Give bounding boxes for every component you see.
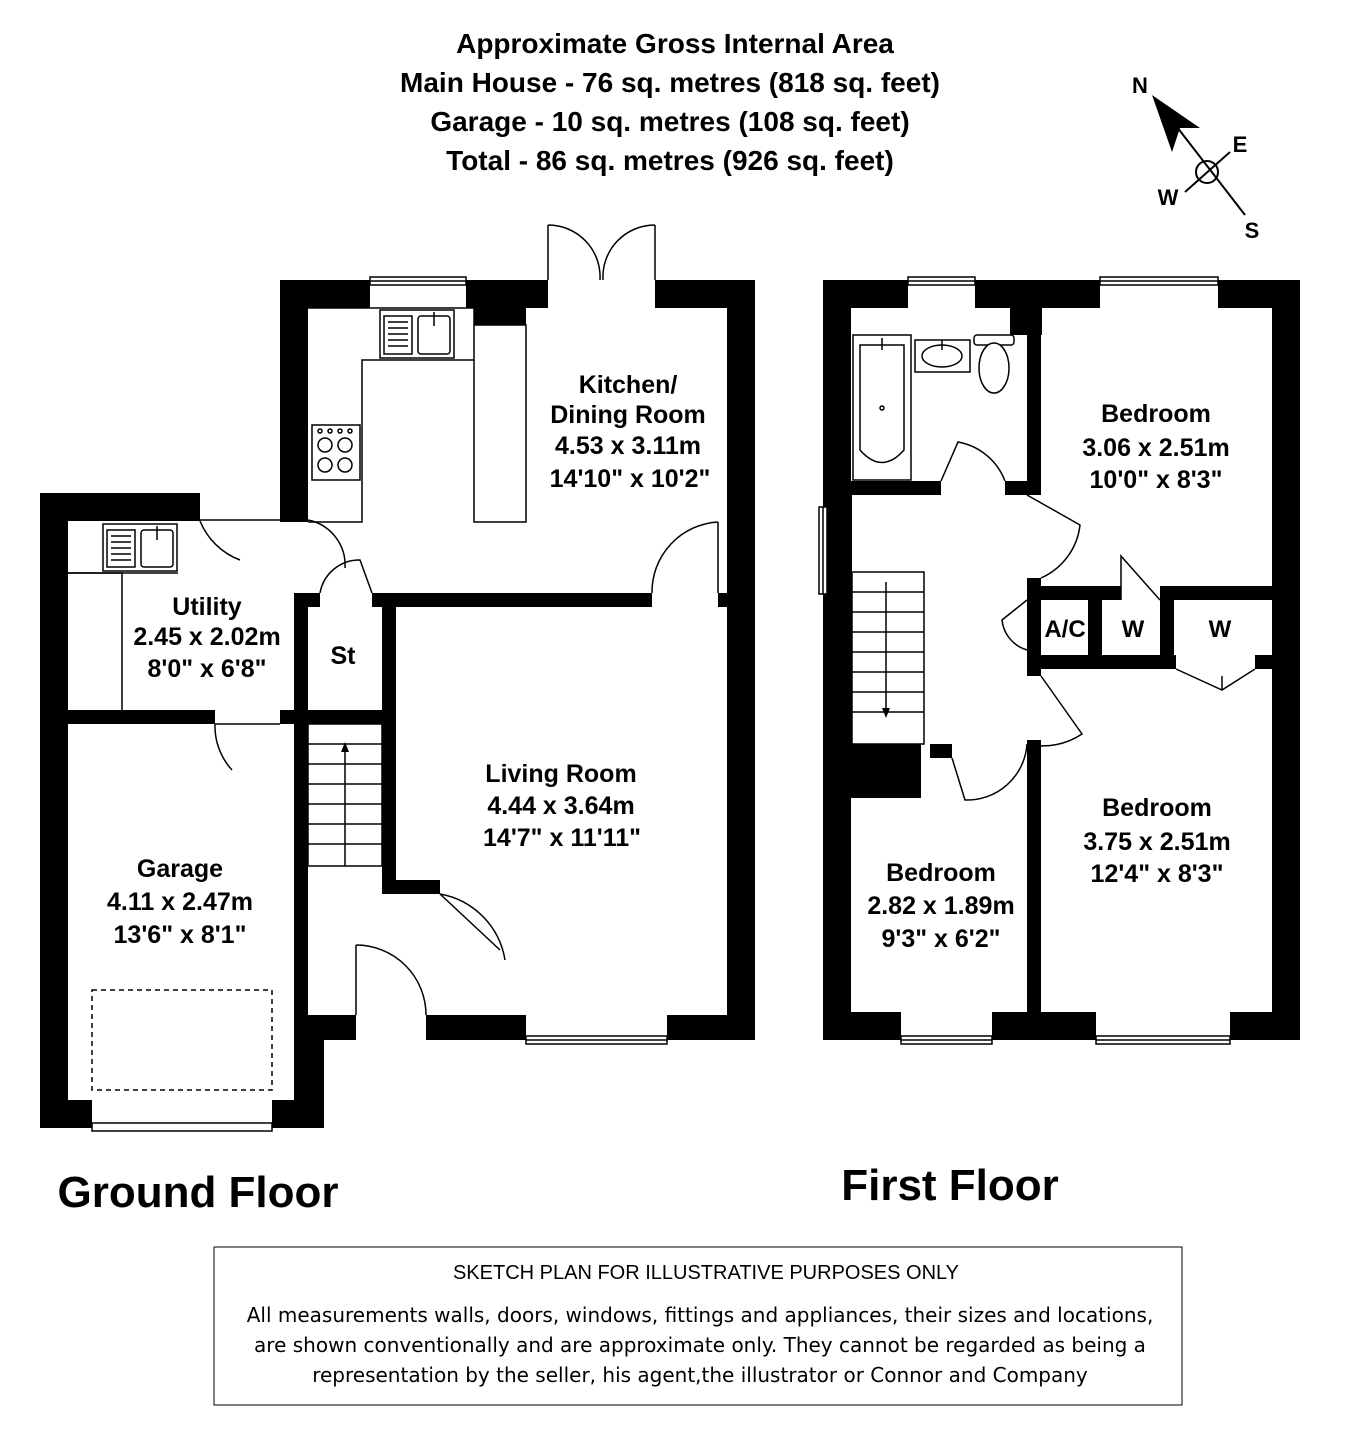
bedroom3-metric: 2.82 x 1.89m [867, 892, 1014, 920]
kitchen-sink-icon [379, 309, 455, 359]
basin-icon [914, 339, 971, 373]
compass-icon: N E W S [1132, 73, 1259, 243]
living-name: Living Room [485, 760, 636, 788]
disclaimer-line2: are shown conventionally and are approxi… [254, 1333, 1146, 1357]
toilet-icon [973, 334, 1015, 394]
bath-icon [852, 334, 912, 481]
ground-floor-fixtures [68, 307, 527, 1091]
garage-door-outline [91, 989, 273, 1091]
bedroom2-metric: 3.75 x 2.51m [1083, 828, 1230, 856]
ground-floor-doors [199, 224, 719, 1016]
first-floor-windows [818, 276, 1231, 1045]
kitchen-imperial: 14'10" x 10'2" [550, 465, 711, 493]
store-name: St [331, 642, 357, 670]
living-imperial: 14'7" x 11'11" [483, 824, 641, 852]
area-header: Approximate Gross Internal Area Main Hou… [400, 28, 940, 176]
utility-name: Utility [172, 593, 242, 621]
ground-floor-windows [91, 276, 668, 1132]
header-title: Approximate Gross Internal Area [456, 28, 894, 59]
bedroom1-metric: 3.06 x 2.51m [1082, 434, 1229, 462]
compass-e: E [1233, 132, 1248, 157]
ground-floor-title: Ground Floor [57, 1168, 338, 1217]
utility-sink-icon [102, 523, 178, 572]
first-floor-title: First Floor [841, 1161, 1059, 1210]
disclaimer-line1: All measurements walls, doors, windows, … [247, 1303, 1154, 1327]
compass-north-arrow-icon [1152, 95, 1200, 152]
disclaimer-heading: SKETCH PLAN FOR ILLUSTRATIVE PURPOSES ON… [453, 1262, 959, 1284]
first-stairs-icon [851, 571, 925, 745]
first-floor-walls [823, 280, 1300, 1040]
disclaimer-line3: representation by the seller, his agent,… [312, 1363, 1088, 1387]
compass-w: W [1158, 185, 1179, 210]
kitchen-name-1: Kitchen/ [579, 371, 678, 399]
ground-stairs-icon [307, 723, 383, 867]
wardrobe1-label: W [1122, 616, 1145, 643]
disclaimer-box: SKETCH PLAN FOR ILLUSTRATIVE PURPOSES ON… [213, 1246, 1183, 1406]
ground-floor-labels: Kitchen/ Dining Room 4.53 x 3.11m 14'10"… [57, 371, 710, 1217]
bedroom1-imperial: 10'0" x 8'3" [1090, 466, 1223, 494]
airing-cupboard-label: A/C [1044, 616, 1085, 643]
ground-floor-walls [40, 280, 755, 1128]
hob-icon [311, 424, 361, 481]
bedroom3-name: Bedroom [886, 859, 996, 887]
garage-metric: 4.11 x 2.47m [107, 888, 253, 916]
compass-n: N [1132, 73, 1148, 98]
kitchen-name-2: Dining Room [550, 401, 706, 429]
kitchen-metric: 4.53 x 3.11m [555, 432, 701, 460]
bedroom1-name: Bedroom [1101, 400, 1211, 428]
first-floor-labels: Bedroom 3.06 x 2.51m 10'0" x 8'3" A/C W … [841, 400, 1231, 1210]
first-floor-fixtures [851, 334, 1015, 745]
header-garage: Garage - 10 sq. metres (108 sq. feet) [430, 106, 909, 137]
first-floor-doors [940, 441, 1256, 801]
header-total: Total - 86 sq. metres (926 sq. feet) [446, 145, 894, 176]
compass-s: S [1245, 218, 1260, 243]
living-metric: 4.44 x 3.64m [487, 792, 634, 820]
utility-imperial: 8'0" x 6'8" [147, 655, 266, 683]
wardrobe2-label: W [1209, 616, 1232, 643]
garage-name: Garage [137, 855, 223, 883]
utility-metric: 2.45 x 2.02m [133, 623, 280, 651]
bedroom2-name: Bedroom [1102, 794, 1212, 822]
bedroom2-imperial: 12'4" x 8'3" [1091, 860, 1224, 888]
header-main-house: Main House - 76 sq. metres (818 sq. feet… [400, 67, 940, 98]
bedroom3-imperial: 9'3" x 6'2" [881, 925, 1000, 953]
garage-imperial: 13'6" x 8'1" [114, 921, 247, 949]
